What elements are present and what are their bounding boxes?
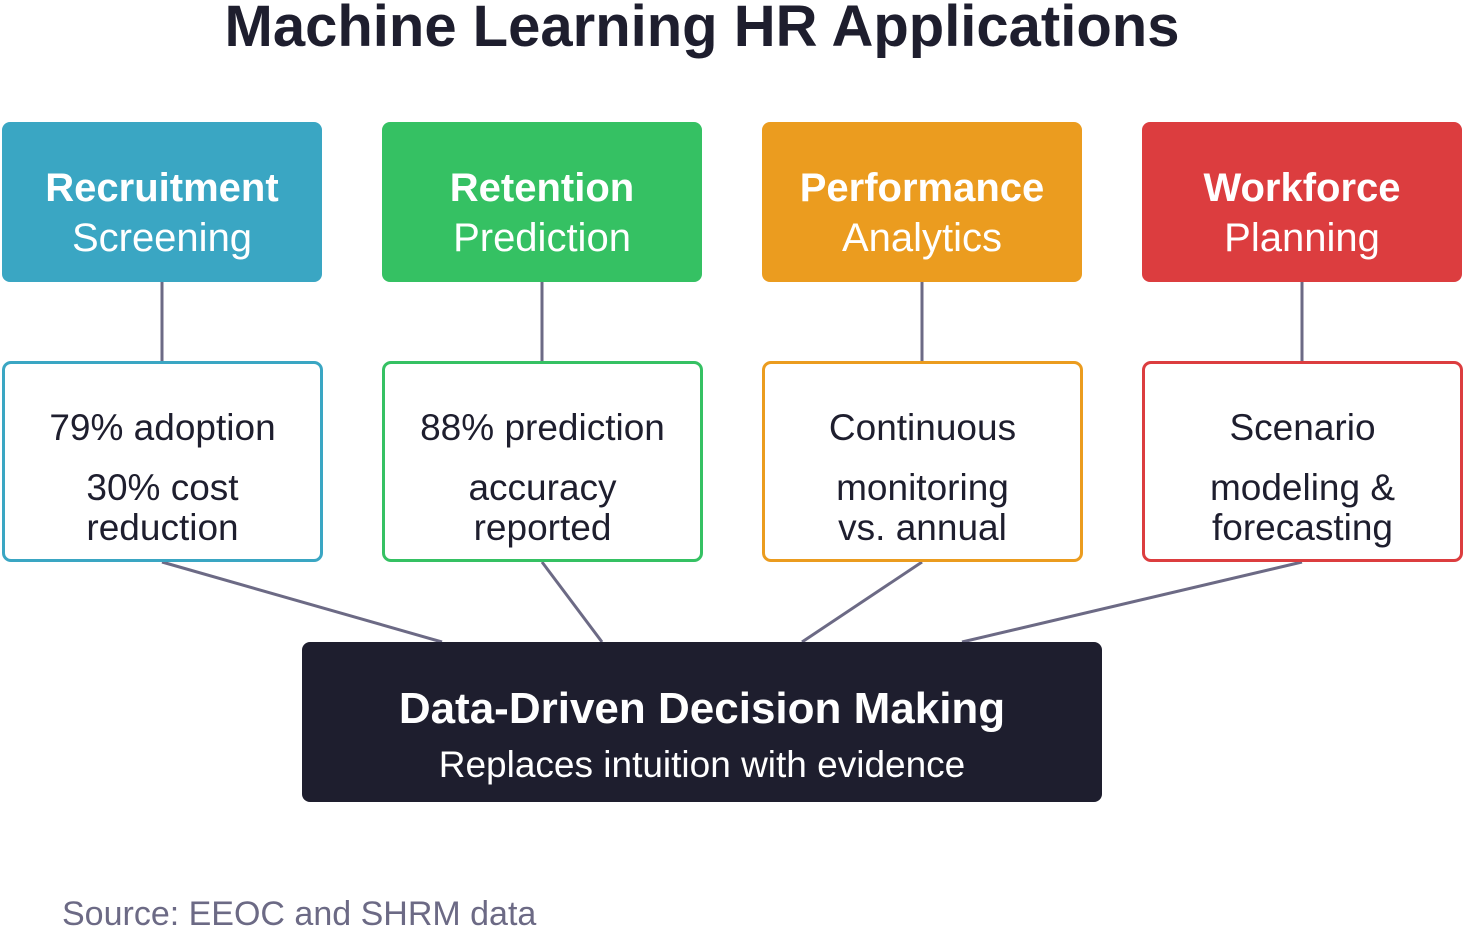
category-title: Workforce	[1203, 166, 1401, 210]
category-title: Recruitment	[45, 166, 279, 210]
detail-line: vs. annual	[838, 507, 1007, 548]
category-subtitle: Prediction	[453, 216, 631, 260]
detail-box-performance: Continuous monitoring vs. annual	[762, 361, 1083, 562]
diagram-title: Machine Learning HR Applications	[224, 0, 1180, 59]
category-box-performance: Performance Analytics	[762, 122, 1082, 282]
connector-workforce-to-center	[961, 560, 1303, 644]
connector-recruitment-to-center	[161, 560, 443, 644]
center-title: Data-Driven Decision Making	[398, 684, 1006, 733]
category-subtitle: Screening	[71, 216, 253, 260]
category-box-retention: Retention Prediction	[382, 122, 702, 282]
detail-line: modeling &	[1209, 467, 1396, 508]
category-subtitle: Analytics	[841, 216, 1003, 260]
center-box-decision-making: Data-Driven Decision Making Replaces int…	[302, 642, 1102, 802]
connector-retention-to-center	[540, 561, 604, 643]
detail-line: 30% cost	[86, 467, 239, 508]
detail-line: Scenario	[1229, 407, 1376, 448]
detail-line: 79% adoption	[49, 407, 276, 448]
detail-line: monitoring	[836, 467, 1009, 508]
detail-line: reported	[473, 507, 612, 548]
detail-line: Continuous	[828, 407, 1017, 448]
detail-box-retention: 88% prediction accuracy reported	[382, 361, 703, 562]
category-box-workforce: Workforce Planning	[1142, 122, 1462, 282]
category-title: Performance	[799, 166, 1045, 210]
category-title: Retention	[449, 166, 635, 210]
detail-box-workforce: Scenario modeling & forecasting	[1142, 361, 1463, 562]
detail-line: 88% prediction	[420, 407, 665, 448]
center-subtitle: Replaces intuition with evidence	[438, 744, 966, 785]
detail-line: forecasting	[1212, 507, 1393, 548]
category-subtitle: Planning	[1224, 216, 1380, 260]
category-box-recruitment: Recruitment Screening	[2, 122, 322, 282]
detail-line: accuracy	[468, 467, 617, 508]
detail-line: reduction	[86, 507, 239, 548]
detail-box-recruitment: 79% adoption 30% cost reduction	[2, 361, 323, 562]
source-note: Source: EEOC and SHRM data	[62, 895, 537, 933]
connector-performance-to-center	[801, 560, 923, 644]
